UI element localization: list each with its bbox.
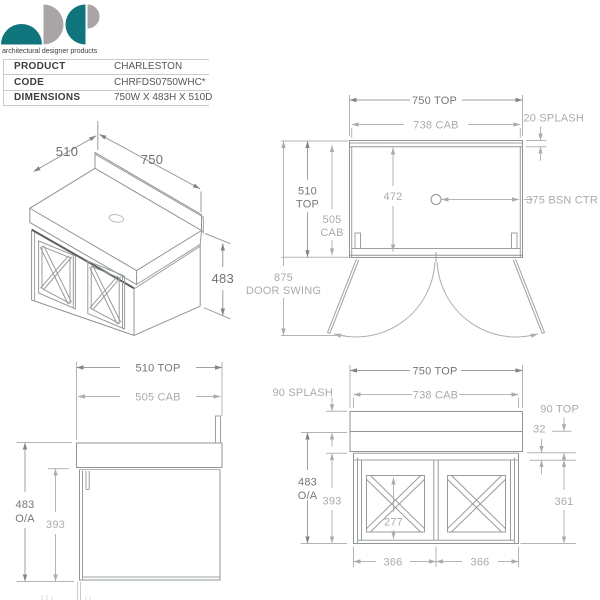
logo-p-stem-shape xyxy=(65,4,86,45)
code-label: CODE xyxy=(14,76,45,88)
front-dimensions xyxy=(300,365,576,567)
plan-dim-875-label: 875 xyxy=(274,272,293,284)
cropped-text-marks xyxy=(41,595,91,600)
adp-logo xyxy=(1,4,100,45)
front-dim-277-label: 277 xyxy=(384,517,403,529)
side-dim-510-label: 510 TOP xyxy=(135,363,180,375)
side-dim-483-label: 483 xyxy=(16,499,35,511)
iso-dim-750-label: 750 xyxy=(141,152,164,167)
plan-dim-472-label: 472 xyxy=(384,191,403,203)
front-dim-90splash-label: 90 SPLASH xyxy=(272,387,333,399)
code-value: CHRFDS0750WHC* xyxy=(114,76,206,88)
plan-view xyxy=(327,140,545,338)
product-label: PRODUCT xyxy=(14,61,66,73)
front-dim-361-label: 361 xyxy=(555,496,574,508)
side-dimensions xyxy=(16,362,223,582)
front-dim-90top-label: 90 TOP xyxy=(540,404,579,416)
front-dim-32-label: 32 xyxy=(533,424,546,436)
plan-dim-510-label2: TOP xyxy=(296,199,319,211)
table-row-product: PRODUCT CHARLESTON xyxy=(4,58,209,75)
iso-dim-483 xyxy=(203,233,231,320)
front-view xyxy=(349,411,523,544)
plan-dim-510-label: 510 xyxy=(298,186,317,198)
iso-dim-510 xyxy=(33,121,99,173)
side-dim-505-label: 505 CAB xyxy=(135,392,180,404)
table-row-code: CODE CHRFDS0750WHC* xyxy=(4,74,209,90)
plan-dim-basin-label: 375 BSN CTR xyxy=(526,195,598,207)
plan-dim-505-label2: CAB xyxy=(320,227,343,239)
front-dim-483-label2: O/A xyxy=(298,490,318,502)
plan-dimensions xyxy=(281,95,547,336)
side-dim-483-label2: O/A xyxy=(15,513,35,525)
spec-table: PRODUCT CHARLESTON CODE CHRFDS0750WHC* D… xyxy=(3,58,213,106)
front-dim-738-label: 738 CAB xyxy=(413,390,458,402)
logo-a-shape xyxy=(1,23,42,45)
dimensions-value: 750W X 483H X 510D xyxy=(114,92,213,104)
plan-dim-505-label: 505 xyxy=(323,214,342,226)
table-row-dimensions: DIMENSIONS 750W X 483H X 510D xyxy=(4,89,213,106)
plan-dim-750-label: 750 TOP xyxy=(412,95,457,107)
product-value: CHARLESTON xyxy=(114,61,183,73)
front-dim-393-label: 393 xyxy=(323,496,342,508)
front-dim-750-label: 750 TOP xyxy=(412,366,457,378)
side-view xyxy=(41,415,223,600)
iso-dim-750 xyxy=(99,133,202,212)
dimensions-label: DIMENSIONS xyxy=(14,92,81,104)
iso-dim-483-label: 483 xyxy=(212,271,235,286)
front-dim-366-right-label: 366 xyxy=(471,557,490,569)
front-dim-483-label: 483 xyxy=(298,477,317,489)
iso-dim-510-label: 510 xyxy=(56,144,79,159)
plan-dim-738-label: 738 CAB xyxy=(413,119,458,131)
logo-d-shape xyxy=(43,4,64,45)
side-dim-393-label: 393 xyxy=(46,519,65,531)
front-dim-366-left-label: 366 xyxy=(384,557,403,569)
logo-p-bowl-shape xyxy=(87,4,100,29)
plan-dim-875-label2: DOOR SWING xyxy=(246,285,321,297)
plan-dim-splash-label: 20 SPLASH xyxy=(523,113,584,125)
iso-view xyxy=(28,121,231,337)
logo-tagline: architectural designer products xyxy=(2,45,98,55)
